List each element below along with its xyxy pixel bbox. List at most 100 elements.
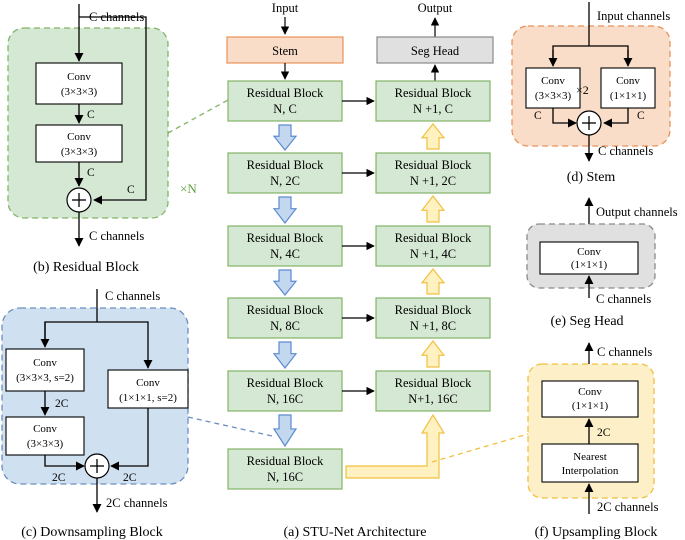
up-mid-channel: 2C <box>597 427 611 439</box>
decoder-block-1-box <box>375 80 491 122</box>
encoder-block-5: Residual Block N, 16C <box>227 370 343 412</box>
up-interp-line1: Nearest <box>573 451 607 463</box>
residual-link-line <box>167 99 229 134</box>
decoder-block-1-line1: Residual Block <box>395 86 472 100</box>
residual-caption: (b) Residual Block <box>33 260 139 275</box>
encoder-block-4-box <box>227 297 343 339</box>
up-conv-title: Conv <box>578 386 602 398</box>
stem-conv-a-kernel: (3×3×3) <box>535 90 572 102</box>
decoder-block-2: Residual Block N +1, 2C <box>375 152 491 194</box>
stem-input-label: Input channels <box>597 9 670 23</box>
stem-right-channel: C <box>637 110 645 122</box>
stem-conv-b-title: Conv <box>616 75 640 87</box>
decoder-block-1-line2: N +1, C <box>413 102 453 116</box>
encoder-block-1-line1: Residual Block <box>247 86 324 100</box>
encoder-block-2-line2: N, 2C <box>270 174 300 188</box>
seghead-input-label: C channels <box>596 292 651 306</box>
downsample-arrow-4 <box>272 341 298 369</box>
decoder-block-3-line2: N +1, 4C <box>410 247 456 261</box>
seghead-conv-title: Conv <box>577 246 601 258</box>
stem-conv-b-box <box>600 67 656 109</box>
stem-repeat-label: ×2 <box>576 83 589 97</box>
up-caption: (f) Upsampling Block <box>535 525 658 540</box>
down-skip-arrow <box>110 408 149 471</box>
arch-output-label: Output <box>418 1 453 15</box>
encoder-block-5-line2: N, 16C <box>267 392 303 406</box>
downsample-arrow-1 <box>272 124 298 151</box>
decoder-block-4-box <box>375 297 491 339</box>
residual-conv2-box <box>35 124 123 163</box>
decoder-block-4-line1: Residual Block <box>395 303 472 317</box>
stem-left-merge-arrow <box>552 108 577 128</box>
down-conv-b-box <box>5 416 85 456</box>
upsample-arrow-2 <box>420 195 446 223</box>
down-conv-b-out: 2C <box>52 472 66 484</box>
architecture-panel: Input Stem Output Seg Head Residual Bloc… <box>226 1 494 540</box>
down-conv-b-kernel: (3×3×3) <box>27 438 64 450</box>
decoder-block-5-box <box>375 370 491 412</box>
encoder-block-2-line1: Residual Block <box>247 158 324 172</box>
stem-panel: Input channels Conv (3×3×3) ×2 Conv (1×1… <box>511 2 671 185</box>
residual-add-icon <box>66 187 92 213</box>
encoder-block-5-line1: Residual Block <box>247 376 324 390</box>
stem-conv-a-box <box>525 67 581 109</box>
upsampling-block-panel: C channels Conv (1×1×1) 2C Nearest Inter… <box>431 342 659 540</box>
arch-caption: (a) STU-Net Architecture <box>283 525 426 540</box>
decoder-block-2-line2: N +1, 2C <box>410 174 456 188</box>
stem-left-channel: C <box>534 110 542 122</box>
encoder-block-6: Residual Block N, 16C <box>227 448 343 490</box>
down-conv-skip-box <box>107 369 189 409</box>
downsample-arrow-3 <box>272 269 298 296</box>
encoder-block-6-line1: Residual Block <box>247 454 324 468</box>
residual-skip-connection <box>79 16 147 205</box>
downsample-arrow-2 <box>272 196 298 224</box>
encoder-block-6-line2: N, 16C <box>267 470 303 484</box>
arch-seg-head-box <box>376 36 494 64</box>
down-conv-skip-title: Conv <box>136 377 160 389</box>
down-output-label: 2C channels <box>106 496 168 510</box>
down-input-label: C channels <box>105 289 160 303</box>
residual-repeat-label: ×N <box>180 181 197 196</box>
up-input-label: 2C channels <box>597 500 659 514</box>
decoder-block-2-line1: Residual Block <box>395 158 472 172</box>
stem-caption: (d) Stem <box>567 170 616 185</box>
encoder-block-3-line1: Residual Block <box>247 231 324 245</box>
residual-skip-channel: C <box>127 184 135 196</box>
down-conv-a-box <box>5 348 85 392</box>
encoder-block-1: Residual Block N, C <box>227 80 343 122</box>
stem-output-label: C channels <box>598 144 653 158</box>
residual-mid-channel: C <box>87 109 95 121</box>
down-conv-b-arrow <box>44 455 85 471</box>
residual-after-conv2-channel: C <box>87 167 95 179</box>
down-caption: (c) Downsampling Block <box>21 525 163 540</box>
residual-conv1-box <box>35 62 123 105</box>
seg-head-panel: Output channels Conv (1×1×1) C channels … <box>526 197 678 329</box>
seghead-conv-box <box>539 241 639 275</box>
residual-conv1-kernel: (3×3×3) <box>61 86 98 98</box>
downsampling-block-panel: C channels Conv (3×3×3, s=2) 2C Conv (3×… <box>1 289 273 540</box>
arch-stem-box <box>226 36 344 64</box>
up-output-label: C channels <box>597 345 652 359</box>
encoder-block-3-box <box>227 225 343 267</box>
up-conv-box <box>541 380 639 418</box>
upsample-arrow-3 <box>420 268 446 295</box>
encoder-block-4-line1: Residual Block <box>247 303 324 317</box>
decoder-block-4: Residual Block N +1, 8C <box>375 297 491 339</box>
stem-conv-b-kernel: (1×1×1) <box>610 90 647 102</box>
upsample-arrow-4 <box>420 340 446 368</box>
decoder-block-1: Residual Block N +1, C <box>375 80 491 122</box>
down-conv-skip-kernel: (1×1×1, s=2) <box>119 392 177 404</box>
encoder-block-6-box <box>227 448 343 490</box>
decoder-column: Residual Block N +1, C Residual Block N +1,… <box>345 80 491 479</box>
stem-panel-bg <box>511 25 671 147</box>
decoder-block-4-line2: N +1, 8C <box>410 319 456 333</box>
residual-panel-bg <box>7 27 169 219</box>
arch-input-label: Input <box>272 1 299 15</box>
residual-conv1-title: Conv <box>67 71 91 83</box>
decoder-block-5-line1: Residual Block <box>395 376 472 390</box>
down-add-icon <box>84 453 110 479</box>
encoder-block-1-line2: N, C <box>273 102 297 116</box>
